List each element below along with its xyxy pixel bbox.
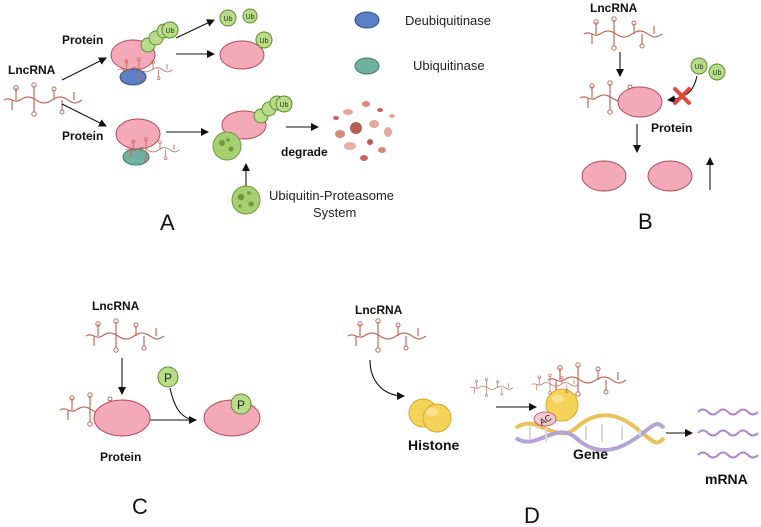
panel-b-protein-copy-1 [581, 160, 627, 192]
panel-d-lncrna-bound-3 [469, 377, 514, 397]
histone-on-gene-highlight [552, 395, 564, 403]
proteasome-icon [231, 185, 261, 215]
phosphate-free [157, 366, 179, 388]
panel-b-protein [617, 86, 663, 118]
panel-d: LncRNA Histone AC Gene mRNA D [347, 303, 759, 527]
ub-tag-bottom-label: Ub [280, 102, 289, 109]
ups-label-line2: System [313, 205, 356, 220]
proteasome-dot [247, 191, 251, 195]
proteasome-bound [212, 131, 242, 161]
panel-c: LncRNA Protein P P C [59, 299, 261, 519]
panel-a-protein-label-top: Protein [62, 33, 103, 47]
ub-tag-top-label: Ub [166, 28, 175, 35]
panel-b-lncrna-label: LncRNA [590, 1, 638, 15]
panel-b-protein-label: Protein [651, 121, 692, 135]
panel-c-protein-label: Protein [100, 450, 141, 464]
arrow-c-phosphate [169, 387, 195, 421]
protein-bottom [115, 118, 161, 150]
acetyl-mark [533, 411, 557, 427]
degraded-fragments [333, 101, 395, 161]
panel-a-lncrna-strand [3, 82, 83, 117]
mrna-strands [697, 408, 759, 459]
ups-label-line1: Ubiquitin-Proteasome [269, 188, 394, 203]
panel-a-protein-label-bottom: Protein [62, 129, 103, 143]
arrow-d-curve [369, 359, 405, 400]
arrow-b-ub-blocked [667, 75, 698, 104]
mrna-label: mRNA [705, 471, 748, 487]
panel-b-protein-copy-2 [647, 160, 693, 192]
free-ub-2-label: Ub [246, 14, 255, 21]
panel-label-b: B [638, 209, 653, 234]
ub-on-stabilized [255, 31, 273, 49]
ubiquitinase-enzyme [122, 148, 150, 166]
panel-a: LncRNA Protein Ub Ub Ub Ub Deubiquitinas… [3, 8, 491, 235]
free-ub-1-label: Ub [224, 16, 233, 23]
panel-label-d: D [524, 503, 540, 527]
panel-b-ub-2-label: Ub [713, 70, 722, 77]
proteasome-bound-dot [228, 146, 234, 152]
ub-on-stabilized-label: Ub [260, 38, 269, 45]
panel-b-ub-2 [708, 63, 726, 81]
proteasome-bound-dot [226, 138, 230, 142]
legend-deubiquitinase-swatch [354, 11, 380, 29]
ub-tag-bottom [275, 95, 293, 113]
free-ub-2 [242, 8, 258, 24]
proteasome-dot [248, 201, 254, 207]
arrow-to-top-protein [61, 57, 107, 81]
panel-b-ub-1-label: Ub [695, 64, 704, 71]
legend-ubiquitinase-label: Ubiquitinase [413, 58, 485, 73]
free-ub-1 [219, 9, 237, 27]
arrow-to-bottom-protein [61, 103, 107, 127]
phosphate-bound [230, 393, 252, 415]
phosphate-bound-label: P [237, 398, 245, 412]
block-x-icon [673, 87, 691, 105]
gene-label: Gene [573, 446, 608, 462]
panel-label-a: A [160, 210, 175, 235]
panel-d-lncrna-strand [347, 318, 427, 353]
phosphate-free-label: P [164, 371, 172, 385]
histone-left-highlight [426, 408, 438, 416]
histone-left-front [422, 403, 452, 433]
panel-b-lncrna-strand [583, 16, 663, 51]
proteasome-dot [237, 193, 245, 201]
panel-c-lncrna-label: LncRNA [92, 299, 140, 313]
panel-a-lncrna-label: LncRNA [8, 63, 56, 77]
dna-helix [514, 413, 666, 453]
proteasome-bound-dot [219, 140, 225, 146]
protein-stabilized [219, 40, 265, 70]
panel-label-c: C [132, 494, 148, 519]
panel-c-protein [93, 399, 151, 437]
degrade-label: degrade [281, 145, 328, 159]
proteasome-dot [238, 204, 242, 208]
ub-tag-top [161, 21, 179, 39]
arrow-release-ub [175, 19, 215, 39]
histone-label: Histone [408, 437, 460, 453]
panel-c-lncrna-strand [85, 318, 165, 353]
panel-b-ub-1 [690, 57, 708, 75]
panel-d-lncrna-label: LncRNA [355, 303, 403, 317]
panel-b: LncRNA Protein Ub Ub B [579, 1, 726, 234]
legend-ubiquitinase-swatch [354, 57, 380, 75]
legend-deubiquitinase-label: Deubiquitinase [405, 13, 491, 28]
